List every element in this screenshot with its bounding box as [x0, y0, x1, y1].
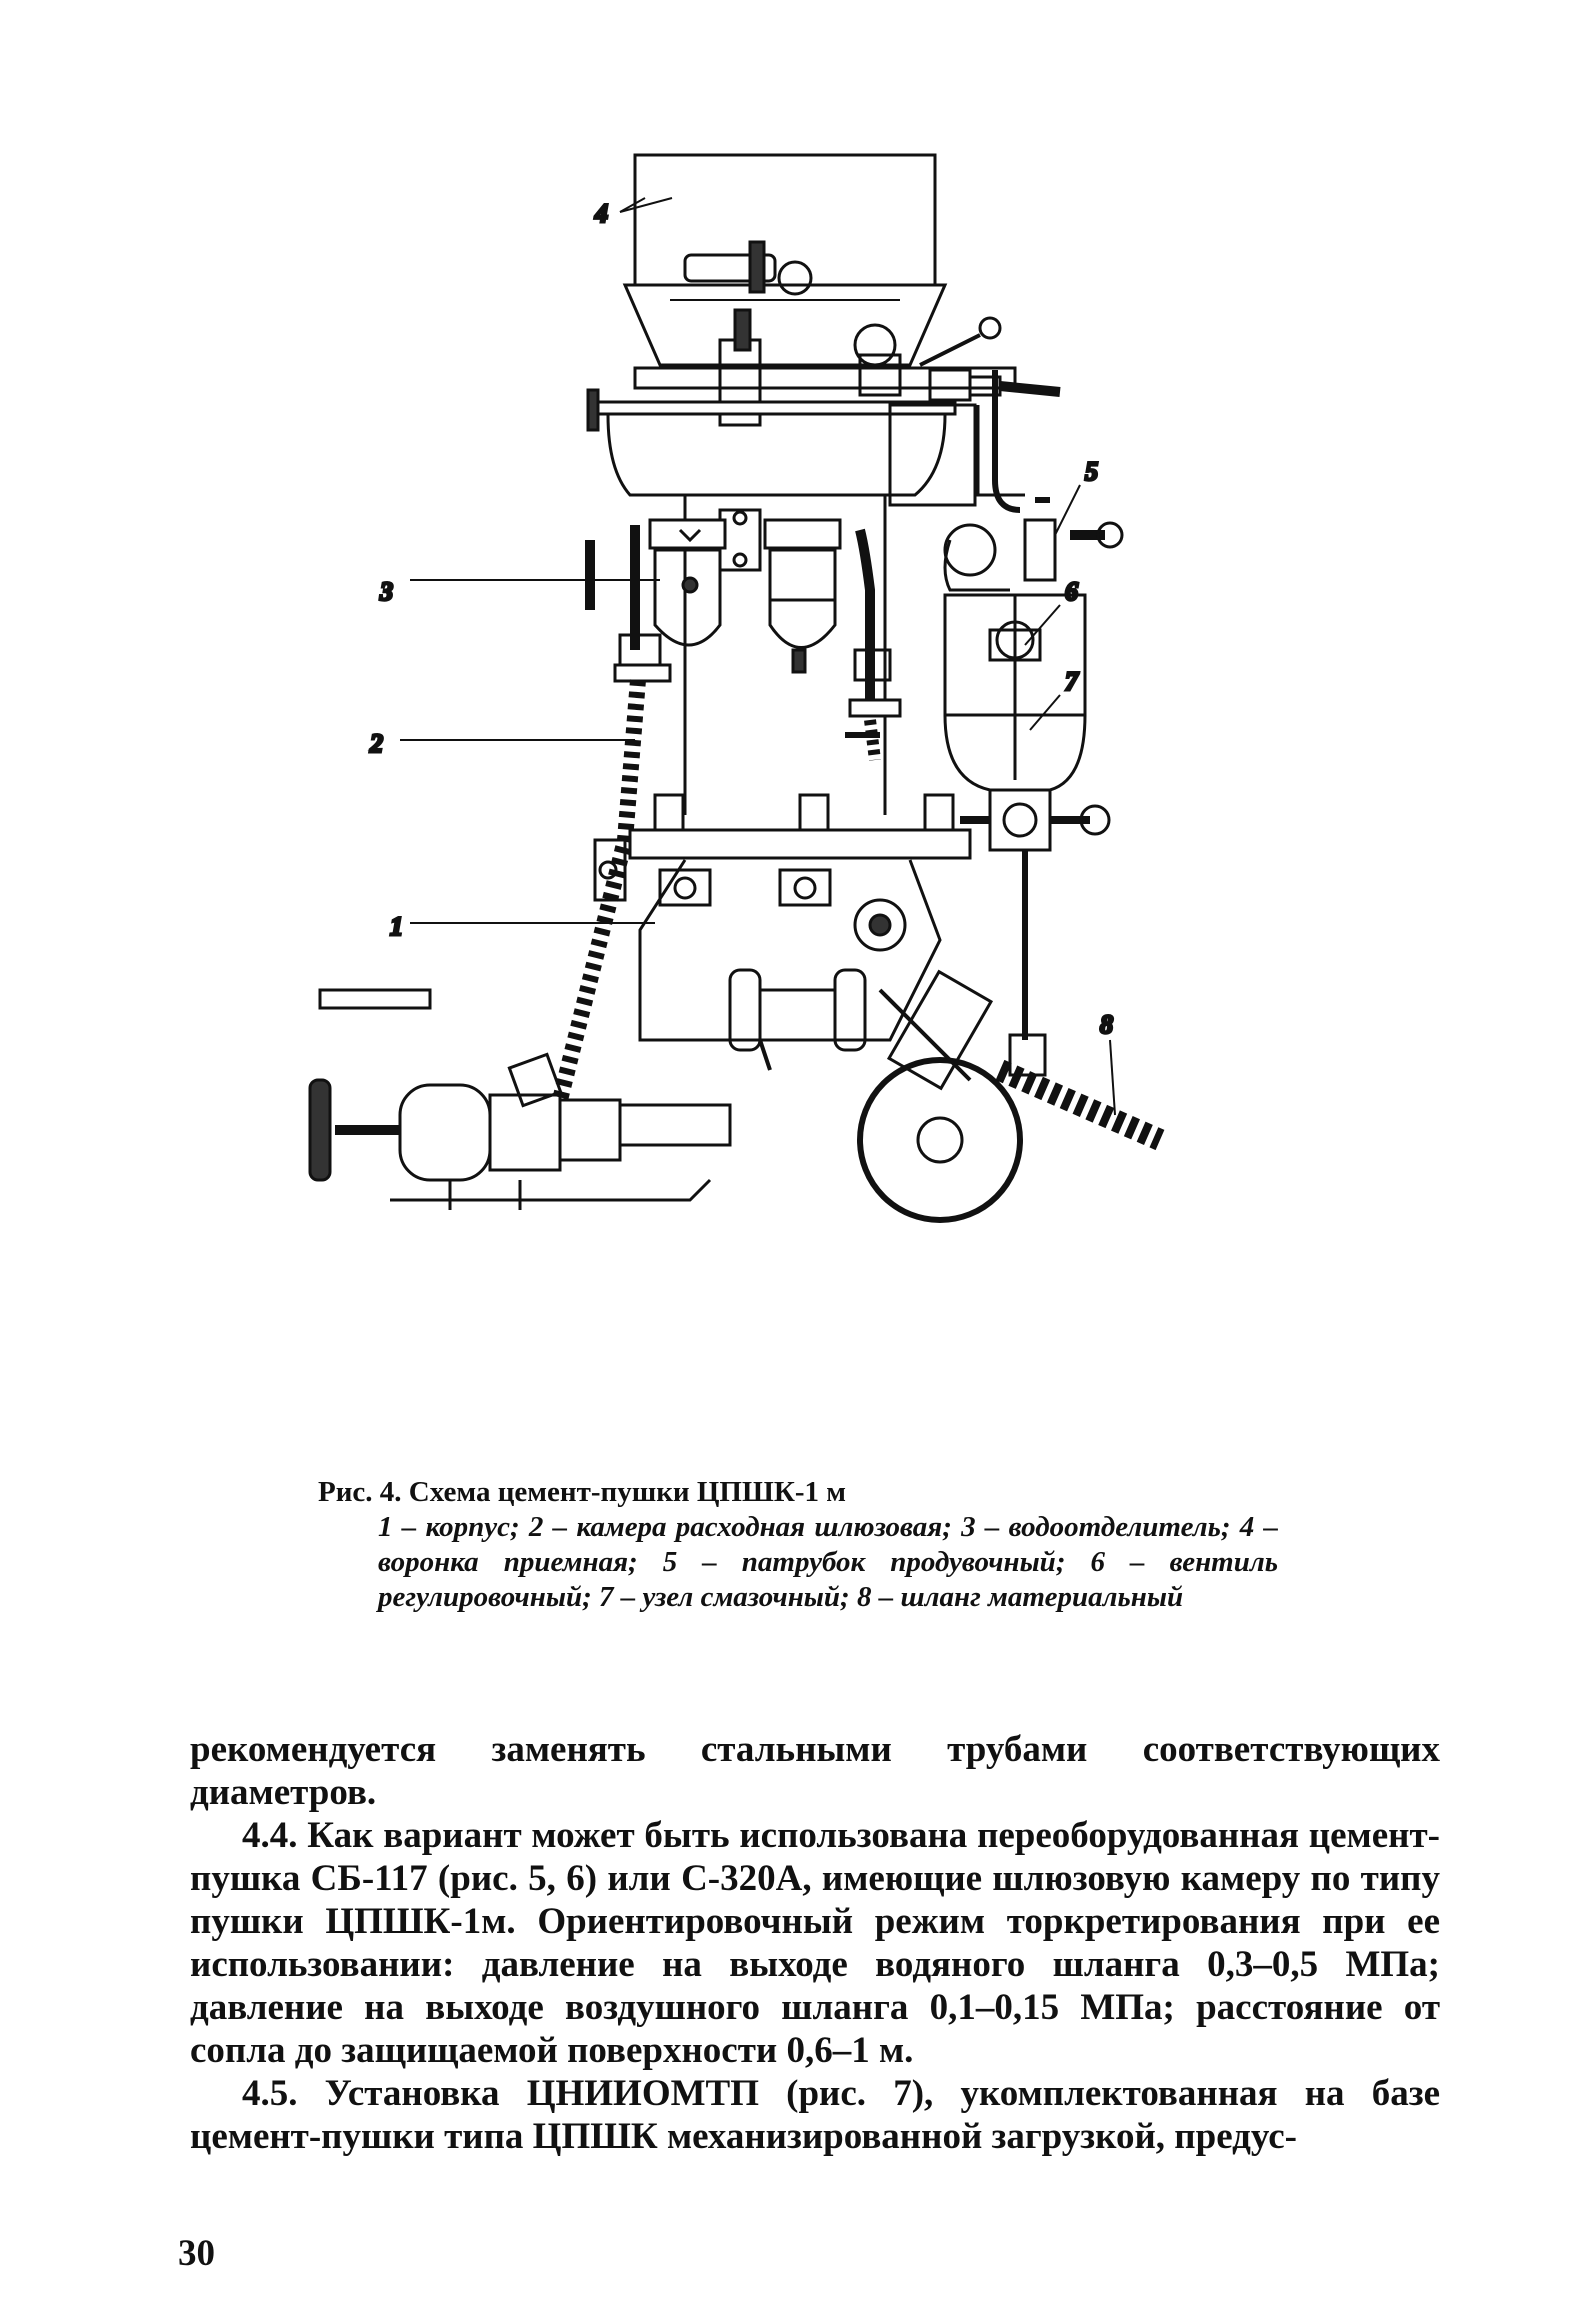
caption-legend: 1 – корпус; 2 – камера расходная шлюзова…: [378, 1511, 1278, 1613]
caption-title: Рис. 4. Схема цемент-пушки ЦПШК-1 м: [318, 1476, 847, 1508]
wheel: [860, 972, 1020, 1220]
lower-frame: [595, 795, 970, 950]
callout-8: 8: [1100, 1010, 1113, 1039]
leader-lines: [400, 198, 1115, 1115]
hopper: [625, 155, 945, 365]
top-plate: [635, 310, 1060, 425]
second-filter: [765, 520, 840, 672]
callout-1: 1: [390, 912, 403, 941]
paragraph-continuation: рекомендуется заменять стальными трубами…: [190, 1729, 1440, 1813]
callout-2: 2: [369, 729, 383, 758]
page-number: 30: [178, 2233, 215, 2274]
gear-drive: [310, 990, 730, 1210]
valve-lubricator: [945, 595, 1109, 1075]
callout-3: 3: [379, 577, 393, 606]
water-separator: [650, 520, 725, 645]
cement-gun-diagram: 4 5 6 7 3 2 1 8: [290, 140, 1290, 1430]
callout-5: 5: [1085, 457, 1098, 486]
callout-6: 6: [1065, 577, 1078, 606]
body-text: рекомендуется заменять стальными трубами…: [190, 1728, 1440, 2158]
upper-body: [588, 370, 1025, 510]
figure-caption: Рис. 4. Схема цемент-пушки ЦПШК-1 м 1 – …: [318, 1475, 1278, 1615]
material-hose: [1000, 1070, 1160, 1140]
diagram-drawing: 4 5 6 7 3 2 1 8: [290, 140, 1290, 1430]
callout-4: 4: [594, 199, 608, 228]
right-pipe: [845, 530, 900, 760]
callout-7: 7: [1065, 667, 1079, 696]
blow-pipe: [945, 500, 1122, 590]
paragraph-4-4: 4.4. Как вариант может быть использована…: [190, 1815, 1440, 2071]
main-body: [640, 860, 940, 1070]
paragraph-4-5: 4.5. Установка ЦНИИОМТП (рис. 7), укомпл…: [190, 2073, 1440, 2157]
